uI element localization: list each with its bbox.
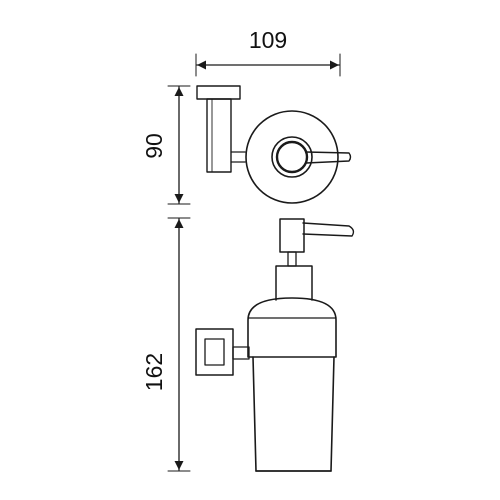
pump-nozzle — [302, 222, 355, 237]
top-view-nozzle — [305, 151, 352, 164]
top-view-outer-circle — [245, 110, 339, 204]
side-view-post — [206, 98, 232, 173]
pump-collar — [275, 265, 313, 301]
top-view — [245, 110, 352, 204]
top-view-inner-ring — [271, 136, 313, 178]
width-dimension-label: 109 — [249, 27, 287, 53]
front-view — [195, 218, 355, 472]
side-view — [196, 85, 246, 173]
pump-stem — [287, 251, 297, 267]
top-view-pump-head — [275, 140, 309, 174]
bottom-height-dimension: 162 — [141, 217, 191, 472]
pump-head — [279, 218, 305, 253]
width-dimension: 109 — [195, 27, 341, 77]
bottom-height-dimension-label: 162 — [141, 353, 167, 391]
wall-mount-inner — [204, 338, 225, 366]
wall-mount-outer — [195, 328, 234, 376]
bottle-body — [252, 356, 335, 472]
wall-mount-arm — [232, 346, 250, 360]
bottle-holder-ring — [247, 297, 337, 358]
side-view-flange — [196, 85, 241, 100]
top-height-dimension: 90 — [141, 85, 191, 205]
top-height-dimension-label: 90 — [141, 133, 167, 159]
